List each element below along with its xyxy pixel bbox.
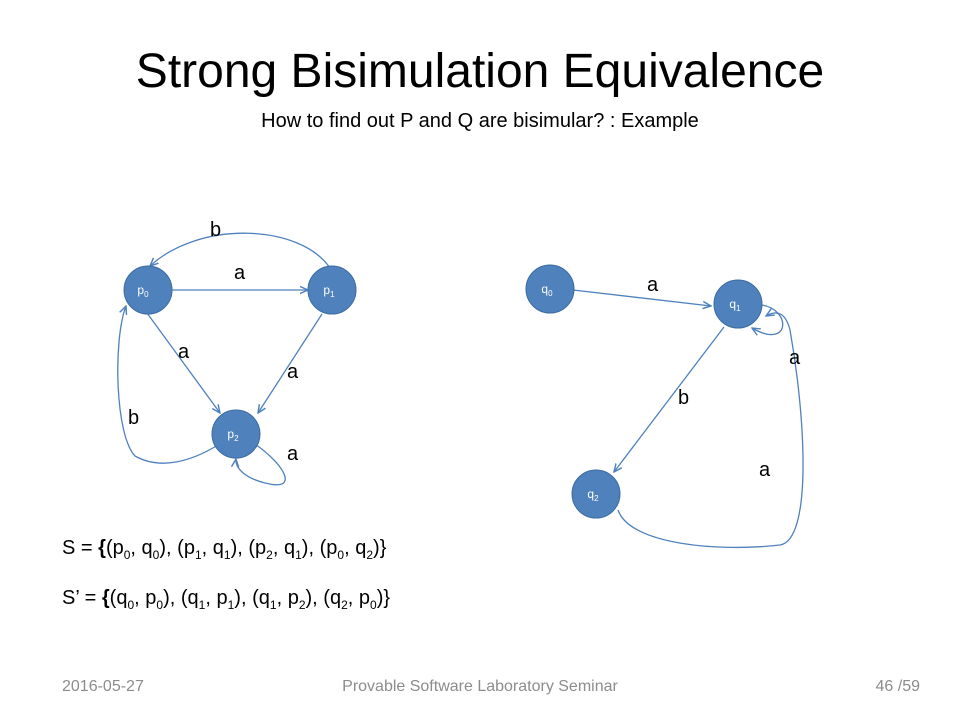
state-subscript: 1 bbox=[227, 598, 235, 612]
relation-s-prime: S’ = {(q0, p0), (q1, p1), (q1, p2), (q2,… bbox=[62, 585, 390, 618]
edge-q0-q1 bbox=[572, 289, 711, 306]
state-ref: q bbox=[283, 537, 296, 559]
state-ref: q bbox=[355, 537, 367, 559]
label-q1-q2: b bbox=[678, 387, 689, 409]
node-q1: q1 bbox=[713, 279, 763, 329]
state-subscript: 0 bbox=[156, 598, 164, 612]
state-subscript: 1 bbox=[198, 598, 206, 612]
svg-text:p2: p2 bbox=[227, 427, 239, 443]
relation-pair: (q1, p2) bbox=[252, 587, 313, 612]
label-p0-p1: a bbox=[234, 262, 246, 284]
relation-pair: (q2, p0) bbox=[323, 587, 384, 612]
node-q2: q2 bbox=[571, 469, 621, 519]
state-subscript: 1 bbox=[295, 548, 302, 562]
state-subscript: 0 bbox=[370, 598, 377, 612]
state-ref: q bbox=[329, 587, 342, 609]
state-subscript: 2 bbox=[341, 598, 348, 612]
page-total: /59 bbox=[897, 678, 920, 695]
relation-pair: (q0, p0) bbox=[109, 587, 170, 612]
label-q1-self: a bbox=[789, 347, 801, 369]
relation-pairs: (p0, q0), (p1, q1), (p2, q1), (p0, q2) bbox=[105, 537, 380, 562]
relation-prefix: S’ = bbox=[62, 587, 102, 609]
label-p1-p2: a bbox=[287, 361, 299, 383]
state-subscript: 0 bbox=[123, 548, 131, 562]
slide-title: Strong Bisimulation Equivalence bbox=[135, 45, 825, 98]
state-subscript: 2 bbox=[298, 598, 306, 612]
label-p1-p0: b bbox=[210, 219, 221, 241]
state-ref: q bbox=[116, 587, 128, 609]
state-ref: p bbox=[112, 537, 124, 559]
state-subscript: 0 bbox=[337, 548, 345, 562]
state-subscript: 2 bbox=[266, 548, 273, 562]
node-p2: p2 bbox=[211, 409, 261, 459]
state-subscript: 2 bbox=[366, 548, 374, 562]
relation-pairs: (q0, p0), (q1, p1), (q1, p2), (q2, p0) bbox=[109, 587, 384, 612]
edge-q1-q2 bbox=[614, 326, 725, 472]
relation-open-brace: { bbox=[101, 587, 110, 609]
relation-s: S = {(p0, q0), (p1, q1), (p2, q1), (p0, … bbox=[62, 535, 386, 568]
state-ref: q bbox=[187, 587, 199, 609]
label-p2-self: a bbox=[287, 443, 299, 465]
footer-date: 2016-05-27 bbox=[62, 678, 144, 695]
state-ref: q bbox=[212, 537, 224, 559]
edge-p2-p0 bbox=[117, 306, 219, 464]
label-q2-q1: a bbox=[759, 459, 771, 481]
edge-q1-self bbox=[752, 304, 784, 335]
svg-text:p0: p0 bbox=[137, 283, 149, 299]
state-subscript: 1 bbox=[194, 548, 202, 562]
state-subscript: 1 bbox=[223, 548, 231, 562]
label-p2-p0: b bbox=[128, 407, 139, 429]
state-ref: q bbox=[141, 537, 153, 559]
edge-p0-p2 bbox=[146, 312, 220, 413]
state-ref: p bbox=[145, 587, 157, 609]
edge-p1-p0 bbox=[150, 232, 331, 269]
relation-open-brace: { bbox=[98, 537, 106, 559]
edge-q2-q1 bbox=[617, 313, 804, 549]
relation-pair: (q1, p1) bbox=[180, 587, 241, 612]
label-p0-p2: a bbox=[178, 341, 190, 363]
edge-p1-p2 bbox=[258, 313, 323, 413]
state-ref: p bbox=[255, 537, 267, 559]
relation-pair: (p1, q1) bbox=[177, 537, 238, 562]
state-ref: p bbox=[183, 537, 195, 559]
state-ref: p bbox=[287, 587, 299, 609]
node-p1: p1 bbox=[307, 265, 357, 315]
q-graph-edges bbox=[572, 289, 804, 549]
relation-close-brace: } bbox=[379, 537, 387, 559]
relation-close-brace: } bbox=[383, 587, 391, 609]
state-ref: q bbox=[258, 587, 270, 609]
state-subscript: 0 bbox=[127, 598, 135, 612]
footer-page-number: 46 /59 bbox=[876, 677, 921, 697]
state-ref: p bbox=[216, 587, 228, 609]
node-p0: p0 bbox=[123, 265, 173, 315]
relation-pair: (p0, q2) bbox=[319, 537, 380, 562]
svg-text:q0: q0 bbox=[541, 282, 553, 298]
relation-prefix: S = bbox=[62, 537, 99, 559]
edge-p2-self bbox=[236, 443, 286, 486]
relation-pair: (p2, q1) bbox=[248, 537, 309, 562]
svg-text:q1: q1 bbox=[729, 297, 741, 313]
svg-text:p1: p1 bbox=[323, 283, 335, 299]
svg-text:q2: q2 bbox=[587, 487, 599, 503]
state-ref: p bbox=[326, 537, 338, 559]
state-subscript: 0 bbox=[152, 548, 160, 562]
state-subscript: 1 bbox=[269, 598, 277, 612]
slide-subtitle: How to find out P and Q are bisimular? :… bbox=[261, 110, 699, 132]
label-q0-q1: a bbox=[647, 274, 659, 296]
p-graph-edges bbox=[117, 232, 331, 486]
footer-seminar-name: Provable Software Laboratory Seminar bbox=[342, 678, 618, 695]
page-current: 46 bbox=[875, 678, 894, 695]
state-ref: p bbox=[358, 587, 371, 609]
relation-pair: (p0, q0) bbox=[105, 537, 167, 562]
node-q0: q0 bbox=[525, 264, 575, 314]
